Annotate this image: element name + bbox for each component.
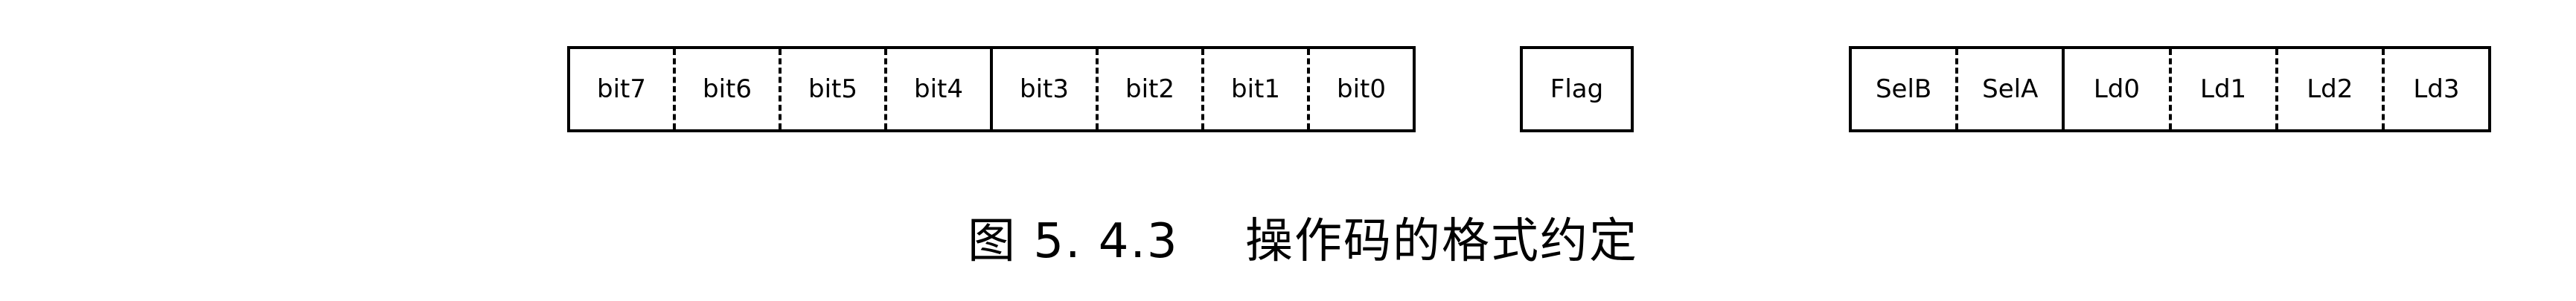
cell-ld3: Ld3 xyxy=(2381,49,2488,129)
cell-bit2: bit2 xyxy=(1096,49,1201,129)
cell-sela: SelA xyxy=(1955,49,2062,129)
cell-flag: Flag xyxy=(1550,74,1604,104)
cell-ld1: Ld1 xyxy=(2168,49,2275,129)
figure-caption: 图 5. 4.3 操作码的格式约定 xyxy=(968,214,1638,269)
cell-ld0: Ld0 xyxy=(2062,49,2168,129)
bit-field-box: bit7 bit6 bit5 bit4 bit3 bit2 bit1 bit0 xyxy=(567,46,1416,132)
select-load-box: SelB SelA Ld0 Ld1 Ld2 Ld3 xyxy=(1849,46,2491,132)
cell-bit0: bit0 xyxy=(1307,49,1413,129)
cell-bit3: bit3 xyxy=(990,49,1096,129)
cell-bit5: bit5 xyxy=(779,49,884,129)
cell-bit4: bit4 xyxy=(884,49,990,129)
cell-ld2: Ld2 xyxy=(2275,49,2382,129)
flag-box: Flag xyxy=(1520,46,1634,132)
cell-selb: SelB xyxy=(1875,74,1932,104)
cell-bit7: bit7 xyxy=(597,74,646,104)
cell-bit1: bit1 xyxy=(1201,49,1307,129)
cell-bit6: bit6 xyxy=(673,49,779,129)
